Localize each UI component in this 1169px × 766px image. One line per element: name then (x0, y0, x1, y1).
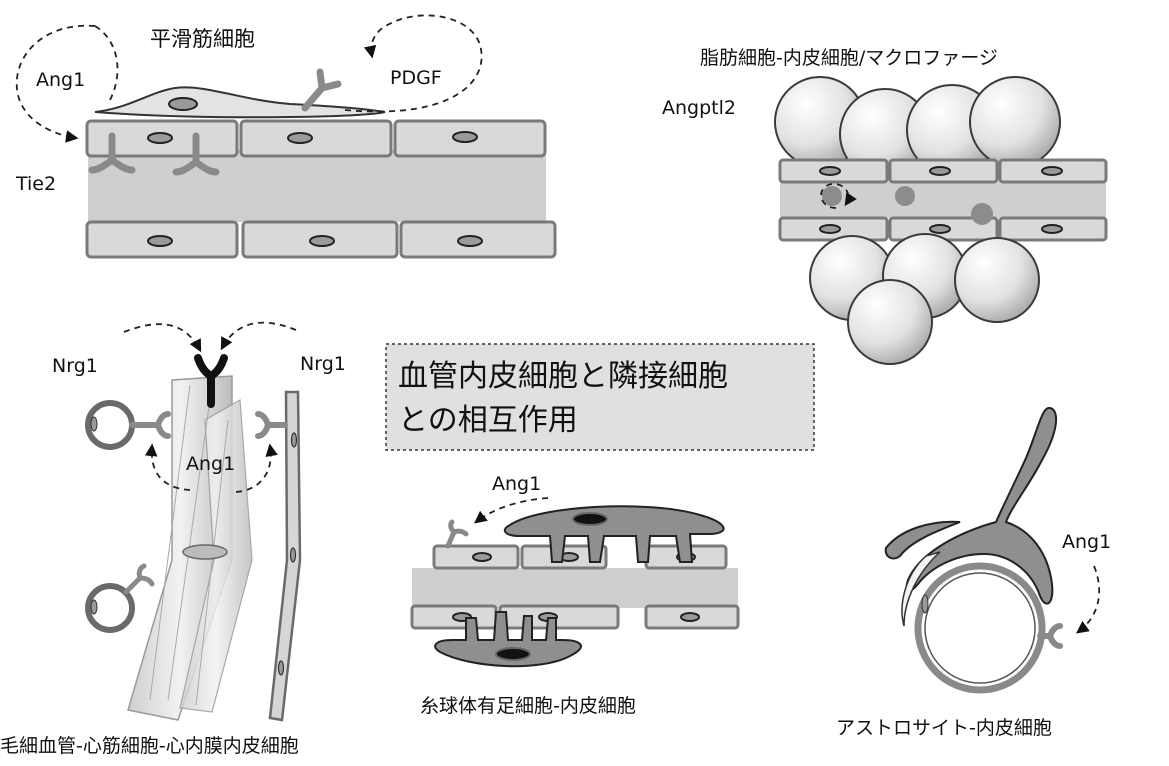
cell-nucleus (457, 235, 483, 247)
title-box: 血管内皮細胞と隣接細胞 との相互作用 (385, 343, 815, 451)
ang1-signal-arrow (15, 24, 96, 143)
cell-nucleus (819, 166, 841, 176)
astrocyte-panel: Ang1 アストロサイト-内皮細胞 (836, 407, 1111, 739)
tie2-receptor-icon (123, 563, 155, 595)
cell-nucleus (289, 547, 297, 563)
tie2-receptor-icon (88, 132, 136, 174)
cardiac-panel: Nrg1 Nrg1 Ang1 毛細血管-心筋細胞-心内膜内皮細胞 (0, 321, 346, 757)
nrg1-left-label: Nrg1 (52, 355, 98, 377)
cell-nucleus (819, 224, 841, 234)
nrg1-signal-arrow (123, 323, 202, 353)
nrg1-receptor-icon (194, 354, 228, 408)
erbb-receptor-icon (129, 411, 171, 439)
podocyte-nucleus (495, 647, 531, 661)
smooth-muscle-cell-label: 平滑筋細胞 (150, 27, 255, 51)
cell-nucleus (147, 132, 173, 144)
cell-nucleus (921, 594, 929, 614)
astrocyte-caption: アストロサイト-内皮細胞 (836, 717, 1052, 739)
ang1-label: Ang1 (1062, 531, 1111, 553)
adipocyte-sphere (969, 76, 1061, 168)
cell-nucleus (1041, 224, 1063, 234)
pdgf-receptor-icon (301, 68, 342, 112)
tie2-receptor-icon (1037, 623, 1063, 649)
ang1-label: Ang1 (492, 473, 541, 495)
cell-nucleus (929, 224, 951, 234)
cell-nucleus (309, 235, 335, 247)
cardiac-caption: 毛細血管-心筋細胞-心内膜内皮細胞 (0, 735, 299, 757)
capillary-ring (914, 562, 1046, 694)
adipocyte-caption: 脂肪細胞-内皮細胞/マクロファージ (700, 47, 998, 69)
adipocyte-sphere (954, 237, 1040, 323)
ang1-signal-arc (94, 25, 119, 101)
endocardial-endothelium (268, 390, 302, 722)
ang1-signal-arrow (1075, 565, 1101, 634)
capillary-inner (924, 572, 1036, 684)
podocyte-caption: 糸球体有足細胞-内皮細胞 (420, 695, 636, 717)
capillary-ring (85, 583, 135, 633)
cell-nucleus (182, 544, 228, 560)
pdgf-label: PDGF (390, 67, 442, 89)
ang1-label: Ang1 (186, 453, 235, 475)
endothelial-cell (498, 604, 620, 630)
smooth-muscle-panel: 平滑筋細胞 Ang1 PDGF Tie2 (15, 14, 557, 259)
cell-nucleus (147, 235, 173, 247)
muscle-striation (167, 384, 213, 701)
muscle-striation (195, 419, 229, 706)
cell-nucleus (287, 132, 313, 144)
nrg1-signal-arrow (220, 321, 297, 351)
tie2-receptor-icon (445, 519, 469, 549)
cell-nucleus (680, 612, 700, 622)
astrocyte-endfoot-light (901, 551, 941, 627)
cell-nucleus (90, 416, 98, 432)
podocyte-nucleus (572, 512, 608, 526)
ang1-signal-arrow (235, 443, 278, 493)
macrophage-dot (822, 186, 842, 206)
ang1-signal-arrow (144, 443, 191, 491)
podocyte-panel: Ang1 糸球体有足細胞-内皮細胞 (410, 473, 740, 717)
ang1-label: Ang1 (36, 69, 85, 91)
macrophage-dot (895, 186, 915, 206)
tie2-receptor-icon (172, 132, 220, 176)
cell-nucleus (452, 131, 478, 143)
vessel-lumen (88, 150, 546, 222)
cell-nucleus (277, 660, 285, 676)
astrocyte-endfoot (884, 520, 961, 560)
cell-nucleus (168, 97, 198, 111)
nrg1-right-label: Nrg1 (300, 353, 346, 375)
cell-nucleus (90, 599, 98, 615)
muscle-striation (149, 384, 191, 701)
vessel-lumen (412, 568, 738, 608)
macrophage-dot (971, 203, 993, 225)
astrocyte-cell (905, 407, 1058, 605)
cell-nucleus (290, 432, 298, 448)
adipocyte-panel: 脂肪細胞-内皮細胞/マクロファージ Angptl2 (662, 47, 1108, 365)
cell-nucleus (1041, 166, 1063, 176)
podocyte-cell (503, 505, 725, 563)
cell-nucleus (472, 552, 492, 562)
podocyte-cell (434, 611, 583, 668)
endothelial-cell (239, 119, 393, 158)
title-line-1: 血管内皮細胞と隣接細胞 (398, 359, 728, 394)
pdgf-signal-arrow (344, 14, 483, 113)
ang1-signal-arrow (474, 497, 549, 524)
cell-nucleus (929, 166, 951, 176)
angptl2-signal-arrow (820, 183, 857, 209)
smooth-muscle-cell (94, 86, 386, 119)
angptl2-label: Angptl2 (662, 97, 736, 119)
adipocyte-sphere (847, 279, 933, 365)
tie2-label: Tie2 (15, 173, 56, 195)
title-line-2: との相互作用 (398, 403, 578, 438)
tie2-receptor-icon (255, 411, 288, 439)
